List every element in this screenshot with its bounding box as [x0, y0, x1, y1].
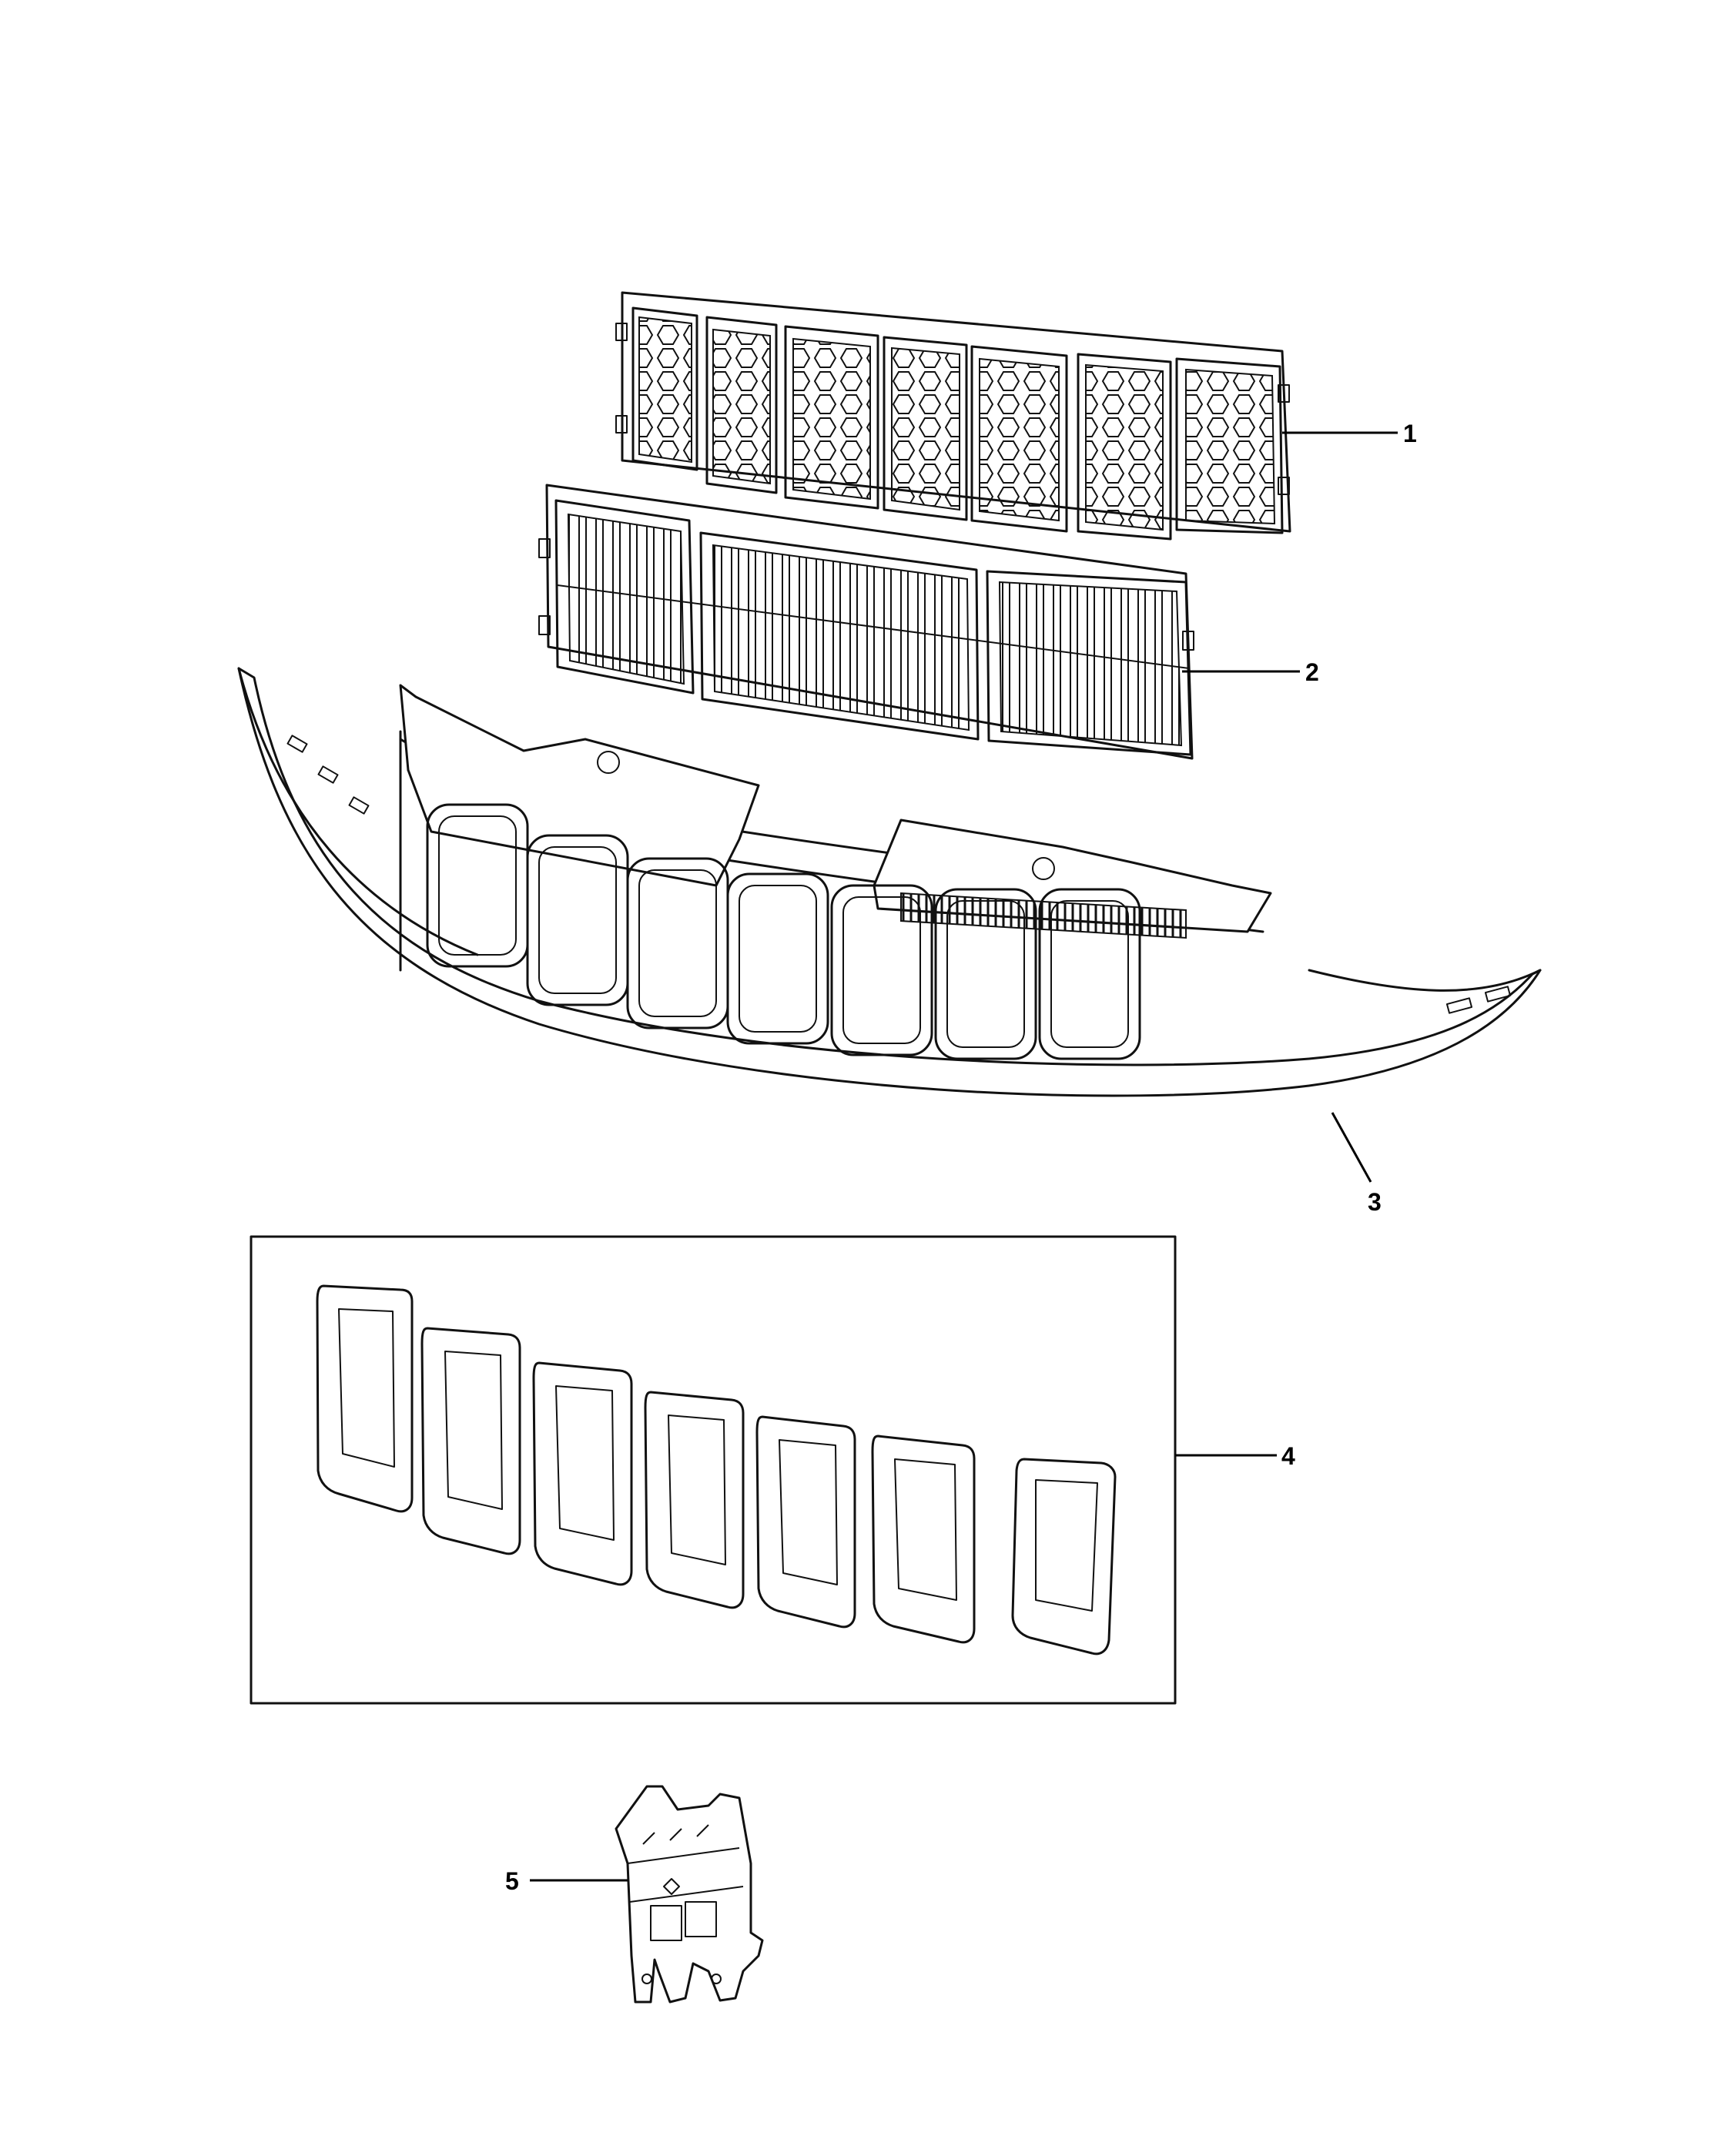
callout-5: 5 [505, 1867, 519, 1895]
callout-1: 1 [1403, 420, 1417, 447]
bezel-openings [426, 803, 1141, 1060]
grille-rings [316, 1284, 1117, 1656]
callout-3: 3 [1368, 1188, 1382, 1216]
callout-4: 4 [1281, 1442, 1295, 1470]
leader-lines [530, 431, 1398, 1882]
part-1-mesh-grille-insert [615, 291, 1291, 541]
part-2-slat-grille-insert [538, 484, 1194, 760]
callout-2: 2 [1305, 658, 1319, 686]
part-4-grille-rings-box [250, 1235, 1177, 1705]
bezel-side-slots [286, 735, 1512, 1014]
part-5-bracket [615, 1785, 764, 2004]
part-3-grille-bezel [237, 667, 1542, 1097]
